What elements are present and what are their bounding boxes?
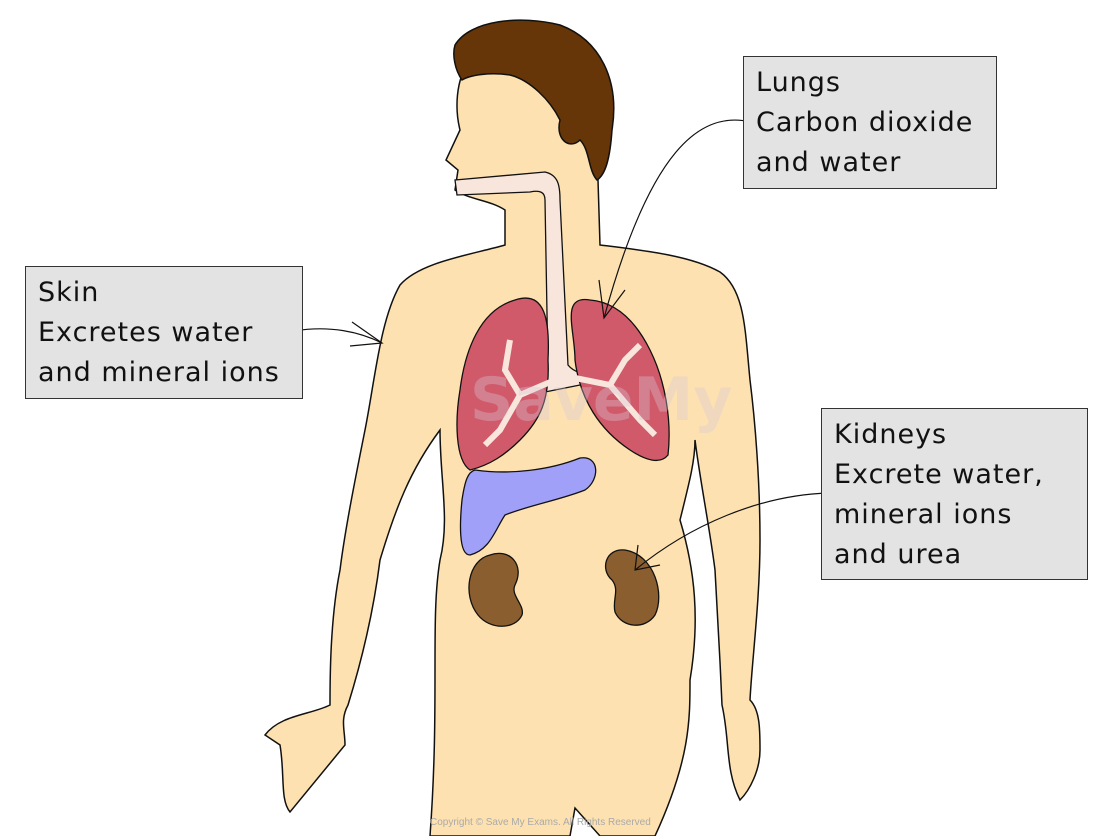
skin-line: and mineral ions xyxy=(38,357,280,388)
kidneys-line: and urea xyxy=(834,539,963,570)
skin-line: Excretes water xyxy=(38,317,254,348)
left-lung xyxy=(456,297,550,471)
bronchi xyxy=(482,339,658,448)
left-kidney xyxy=(468,552,524,627)
skin-title: Skin xyxy=(38,277,100,308)
pointer-arrows xyxy=(293,119,830,571)
right-kidney xyxy=(604,549,660,626)
lungs-line: and water xyxy=(756,147,902,178)
lungs-line: Carbon dioxide xyxy=(756,107,974,138)
hair xyxy=(453,19,615,181)
lungs-label: Lungs Carbon dioxide and water xyxy=(743,56,997,189)
watermark: SaveMy xyxy=(470,365,732,435)
kidneys-line: Excrete water, xyxy=(834,459,1044,490)
right-lung xyxy=(570,299,670,462)
copyright-notice: Copyright © Save My Exams. All Rights Re… xyxy=(430,817,651,828)
lungs-title: Lungs xyxy=(756,67,841,98)
liver xyxy=(459,457,597,556)
kidneys-line: mineral ions xyxy=(834,499,1013,530)
kidneys-title: Kidneys xyxy=(834,419,948,450)
skin-label: Skin Excretes water and mineral ions xyxy=(25,266,303,399)
kidneys-label: Kidneys Excrete water, mineral ions and … xyxy=(821,408,1088,580)
